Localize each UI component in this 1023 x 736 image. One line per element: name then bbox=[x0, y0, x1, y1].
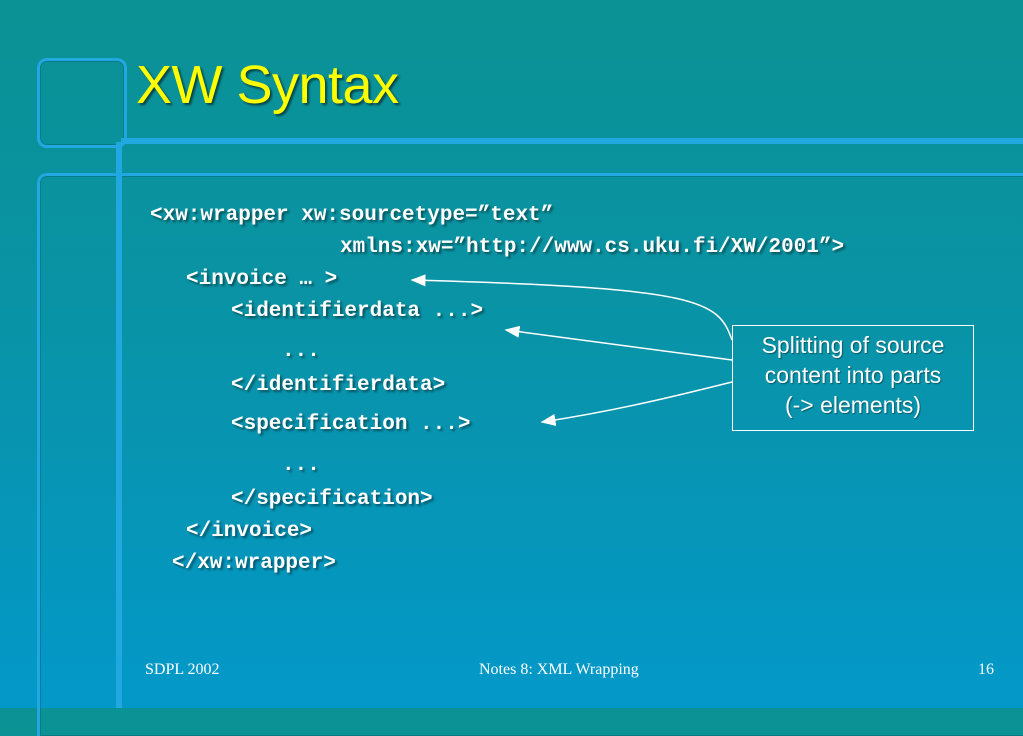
decorative-frame-top bbox=[37, 58, 127, 148]
code-line: </specification> bbox=[231, 488, 433, 511]
code-line: ... bbox=[282, 454, 320, 477]
arrow-to-invoice bbox=[410, 274, 733, 341]
callout-line: (-> elements) bbox=[784, 392, 922, 418]
code-line: <xw:wrapper xw:sourcetype=”text” bbox=[150, 204, 554, 227]
callout-arrows bbox=[410, 274, 733, 426]
code-line: <identifierdata ...> bbox=[231, 300, 484, 323]
footer-left: SDPL 2002 bbox=[145, 661, 220, 678]
callout-box: Splitting of source content into parts (… bbox=[732, 325, 974, 431]
arrow-to-specification bbox=[540, 381, 733, 426]
footer-center: Notes 8: XML Wrapping bbox=[479, 661, 639, 678]
code-line: <specification ...> bbox=[231, 413, 471, 436]
code-line: xmlns:xw=”http://www.cs.uku.fi/XW/2001”> bbox=[340, 236, 845, 259]
code-line: <invoice … > bbox=[186, 268, 338, 291]
page-number: 16 bbox=[978, 661, 994, 678]
callout-line: content into parts bbox=[764, 362, 942, 388]
code-line: </xw:wrapper> bbox=[172, 552, 336, 575]
code-line: </identifierdata> bbox=[231, 374, 446, 397]
decorative-frame-main bbox=[37, 173, 1023, 736]
slide-title: XW Syntax bbox=[136, 55, 399, 115]
code-line: ... bbox=[282, 340, 320, 363]
callout-line: Splitting of source bbox=[761, 332, 945, 358]
vertical-rule bbox=[116, 142, 122, 708]
arrow-to-identifierdata bbox=[504, 325, 733, 361]
horizontal-rule bbox=[121, 138, 1023, 144]
code-line: </invoice> bbox=[186, 520, 313, 543]
